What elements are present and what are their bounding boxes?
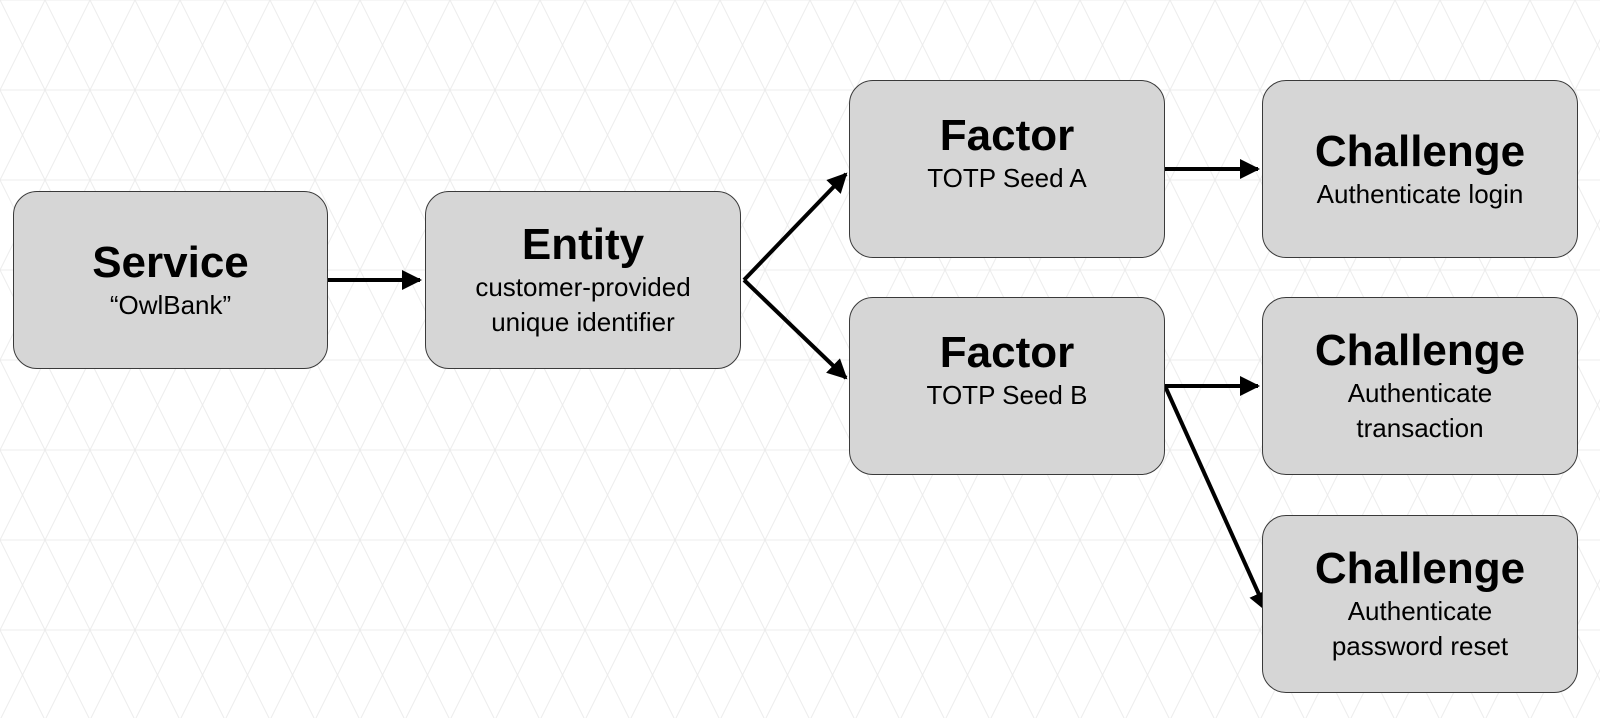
node-title: Entity bbox=[521, 220, 645, 269]
node-factor-b: Factor TOTP Seed B bbox=[849, 297, 1165, 475]
node-subtitle: Authenticate transaction bbox=[1347, 378, 1493, 443]
node-subtitle: TOTP Seed A bbox=[927, 163, 1087, 193]
node-challenge-transaction: Challenge Authenticate transaction bbox=[1262, 297, 1578, 475]
node-title: Factor bbox=[939, 328, 1075, 377]
node-title: Service bbox=[92, 237, 249, 287]
node-subtitle: Authenticate login bbox=[1316, 178, 1524, 209]
node-factor-a: Factor TOTP Seed A bbox=[849, 80, 1165, 258]
node-entity: Entity customer-provided unique identifi… bbox=[425, 191, 741, 369]
node-title: Challenge bbox=[1314, 126, 1526, 176]
edge-entity-factor-a bbox=[742, 172, 848, 282]
node-title: Factor bbox=[939, 111, 1075, 160]
node-subtitle: customer-provided unique identifier bbox=[475, 272, 691, 337]
node-title: Challenge bbox=[1314, 326, 1526, 375]
node-challenge-password-reset: Challenge Authenticate password reset bbox=[1262, 515, 1578, 693]
node-subtitle: “OwlBank” bbox=[109, 289, 232, 320]
node-challenge-login: Challenge Authenticate login bbox=[1262, 80, 1578, 258]
node-subtitle: Authenticate password reset bbox=[1331, 596, 1509, 661]
node-subtitle: TOTP Seed B bbox=[926, 380, 1088, 410]
edge-factor-b-challenge-reset bbox=[1163, 385, 1268, 612]
node-service: Service “OwlBank” bbox=[13, 191, 328, 369]
edge-entity-factor-b bbox=[742, 278, 848, 380]
node-title: Challenge bbox=[1314, 544, 1526, 593]
